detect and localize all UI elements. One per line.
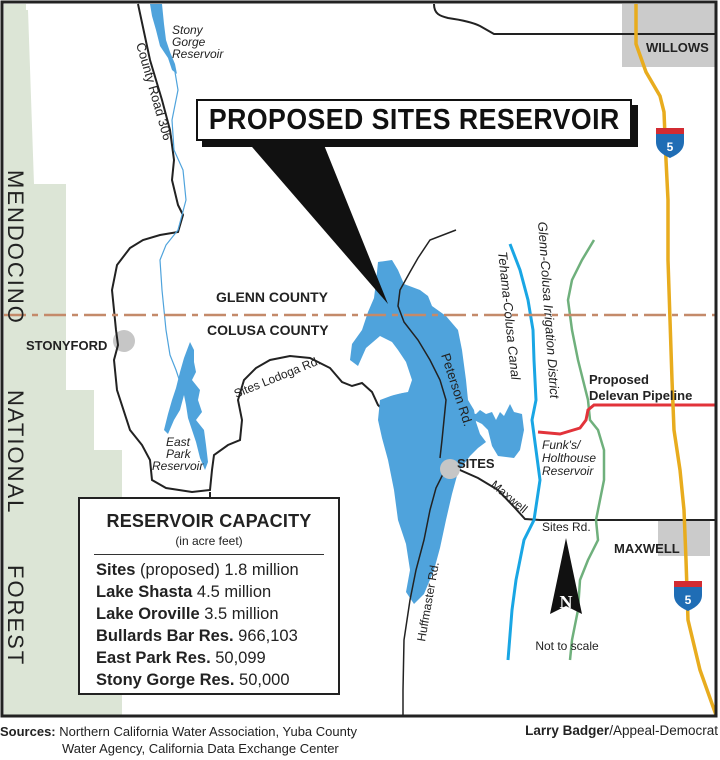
forest-label-3: FOREST xyxy=(3,565,28,666)
sources-credit: Sources: Northern California Water Assoc… xyxy=(0,723,357,757)
colusa-county-label: COLUSA COUNTY xyxy=(207,322,329,338)
legend-row: Lake Oroville 3.5 million xyxy=(96,605,279,623)
svg-text:Reservoir: Reservoir xyxy=(542,464,594,478)
road-huffmaster xyxy=(402,467,447,715)
funks-holthouse-label: Funk's/ Holthouse Reservoir xyxy=(542,438,596,478)
legend-subtitle: (in acre feet) xyxy=(175,534,243,548)
sources-line-2: Water Agency, California Data Exchange C… xyxy=(62,741,339,756)
glenn-county-label: GLENN COUNTY xyxy=(216,289,329,305)
sites-lodoga-road-label: Sites Lodoga Rd. xyxy=(232,353,323,400)
road-willows xyxy=(433,3,716,35)
sources-label: Sources: xyxy=(0,724,56,739)
title-pointer xyxy=(246,140,388,304)
svg-text:East: East xyxy=(166,435,191,449)
pipeline-label-1: Proposed xyxy=(589,372,649,387)
legend-divider xyxy=(94,554,324,555)
interstate-5-shield-south: 5 xyxy=(674,581,702,611)
map-frame xyxy=(0,0,718,718)
east-park-reservoir xyxy=(164,342,208,470)
svg-text:5: 5 xyxy=(685,593,692,607)
proposed-delevan-pipeline xyxy=(537,403,716,436)
sites-reservoir-island xyxy=(362,338,410,400)
map-title-box: PROPOSED SITES RESERVOIR xyxy=(196,99,632,141)
east-park-label: East Park Reservoir xyxy=(152,435,204,473)
legend-row: Bullards Bar Res. 966,103 xyxy=(96,627,298,645)
pipeline-label-2: Delevan Pipeline xyxy=(589,388,692,403)
sites-reservoir xyxy=(350,260,486,604)
tehama-colusa-canal xyxy=(506,243,542,661)
glenn-colusa-district-label: Glenn-Colusa Irrigation District xyxy=(535,221,562,400)
north-arrow-icon: N xyxy=(550,538,582,614)
sites-town-marker xyxy=(440,459,460,479)
svg-text:5: 5 xyxy=(667,140,674,154)
funks-holthouse-reservoir xyxy=(466,404,524,458)
willows-label: WILLOWS xyxy=(646,40,709,55)
sites-road-label: Sites Rd. xyxy=(542,520,591,534)
stony-gorge-reservoir xyxy=(150,4,177,74)
legend-row: Lake Shasta 4.5 million xyxy=(96,583,272,601)
svg-text:Stony: Stony xyxy=(172,23,204,37)
legend-row: Stony Gorge Res. 50,000 xyxy=(96,671,290,689)
stony-gorge-label: Stony Gorge Reservoir xyxy=(172,23,224,61)
maxwell-road-label: Maxwell xyxy=(488,478,530,517)
svg-text:Funk's/: Funk's/ xyxy=(542,438,582,452)
author-credit: Larry Badger/Appeal-Democrat xyxy=(525,723,718,738)
not-to-scale-note: Not to scale xyxy=(535,639,599,653)
stony-creek xyxy=(159,71,187,383)
forest-label-2: NATIONAL xyxy=(3,390,28,514)
svg-text:Reservoir: Reservoir xyxy=(172,47,224,61)
svg-text:Holthouse: Holthouse xyxy=(542,451,596,465)
interstate-5-shield-north: 5 xyxy=(656,128,684,158)
maxwell-label: MAXWELL xyxy=(614,541,680,556)
svg-text:Reservoir: Reservoir xyxy=(152,459,204,473)
interstate-5-road xyxy=(634,4,718,716)
glenn-colusa-canal xyxy=(566,239,606,661)
road-peterson xyxy=(397,229,457,459)
author-org: /Appeal-Democrat xyxy=(609,723,718,738)
svg-text:Gorge: Gorge xyxy=(172,35,206,49)
legend-title: RESERVOIR CAPACITY xyxy=(106,511,312,531)
forest-label-1: MENDOCINO xyxy=(3,170,28,325)
sites-town-label: SITES xyxy=(457,456,495,471)
legend-row: Sites (proposed) 1.8 million xyxy=(96,561,299,579)
sources-line-1: Northern California Water Association, Y… xyxy=(55,724,357,739)
reservoir-capacity-legend: RESERVOIR CAPACITY (in acre feet) Sites … xyxy=(78,497,340,695)
map-title: PROPOSED SITES RESERVOIR xyxy=(208,103,620,136)
svg-text:N: N xyxy=(560,592,573,612)
svg-text:Park: Park xyxy=(166,447,192,461)
legend-row: East Park Res. 50,099 xyxy=(96,649,266,667)
author-name: Larry Badger xyxy=(525,723,610,738)
stonyford-label: STONYFORD xyxy=(26,338,107,353)
